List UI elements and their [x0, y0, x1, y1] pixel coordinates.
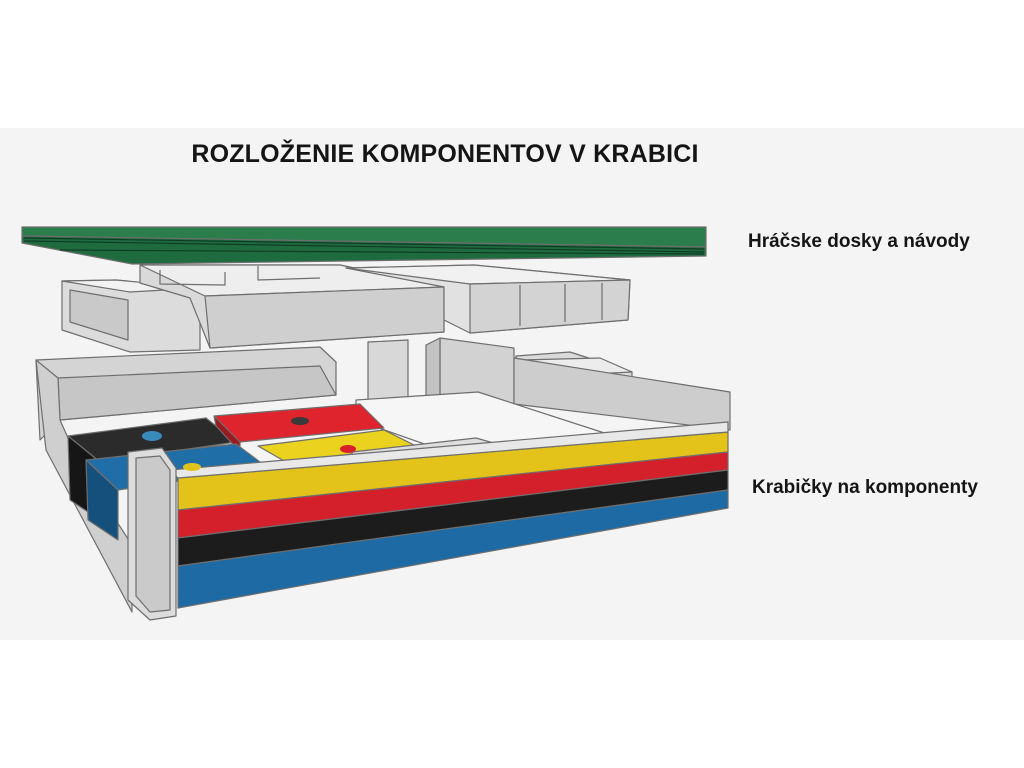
diagram-title: ROZLOŽENIE KOMPONENTOV V KRABICI	[191, 140, 699, 168]
label-component-boxes: Krabičky na komponenty	[752, 477, 978, 498]
component-box	[35, 337, 731, 621]
player-boards-stack	[21, 226, 707, 265]
upper-trays	[61, 264, 631, 353]
label-player-boards: Hráčske dosky a návody	[748, 231, 970, 252]
player-tokens	[142, 417, 356, 471]
